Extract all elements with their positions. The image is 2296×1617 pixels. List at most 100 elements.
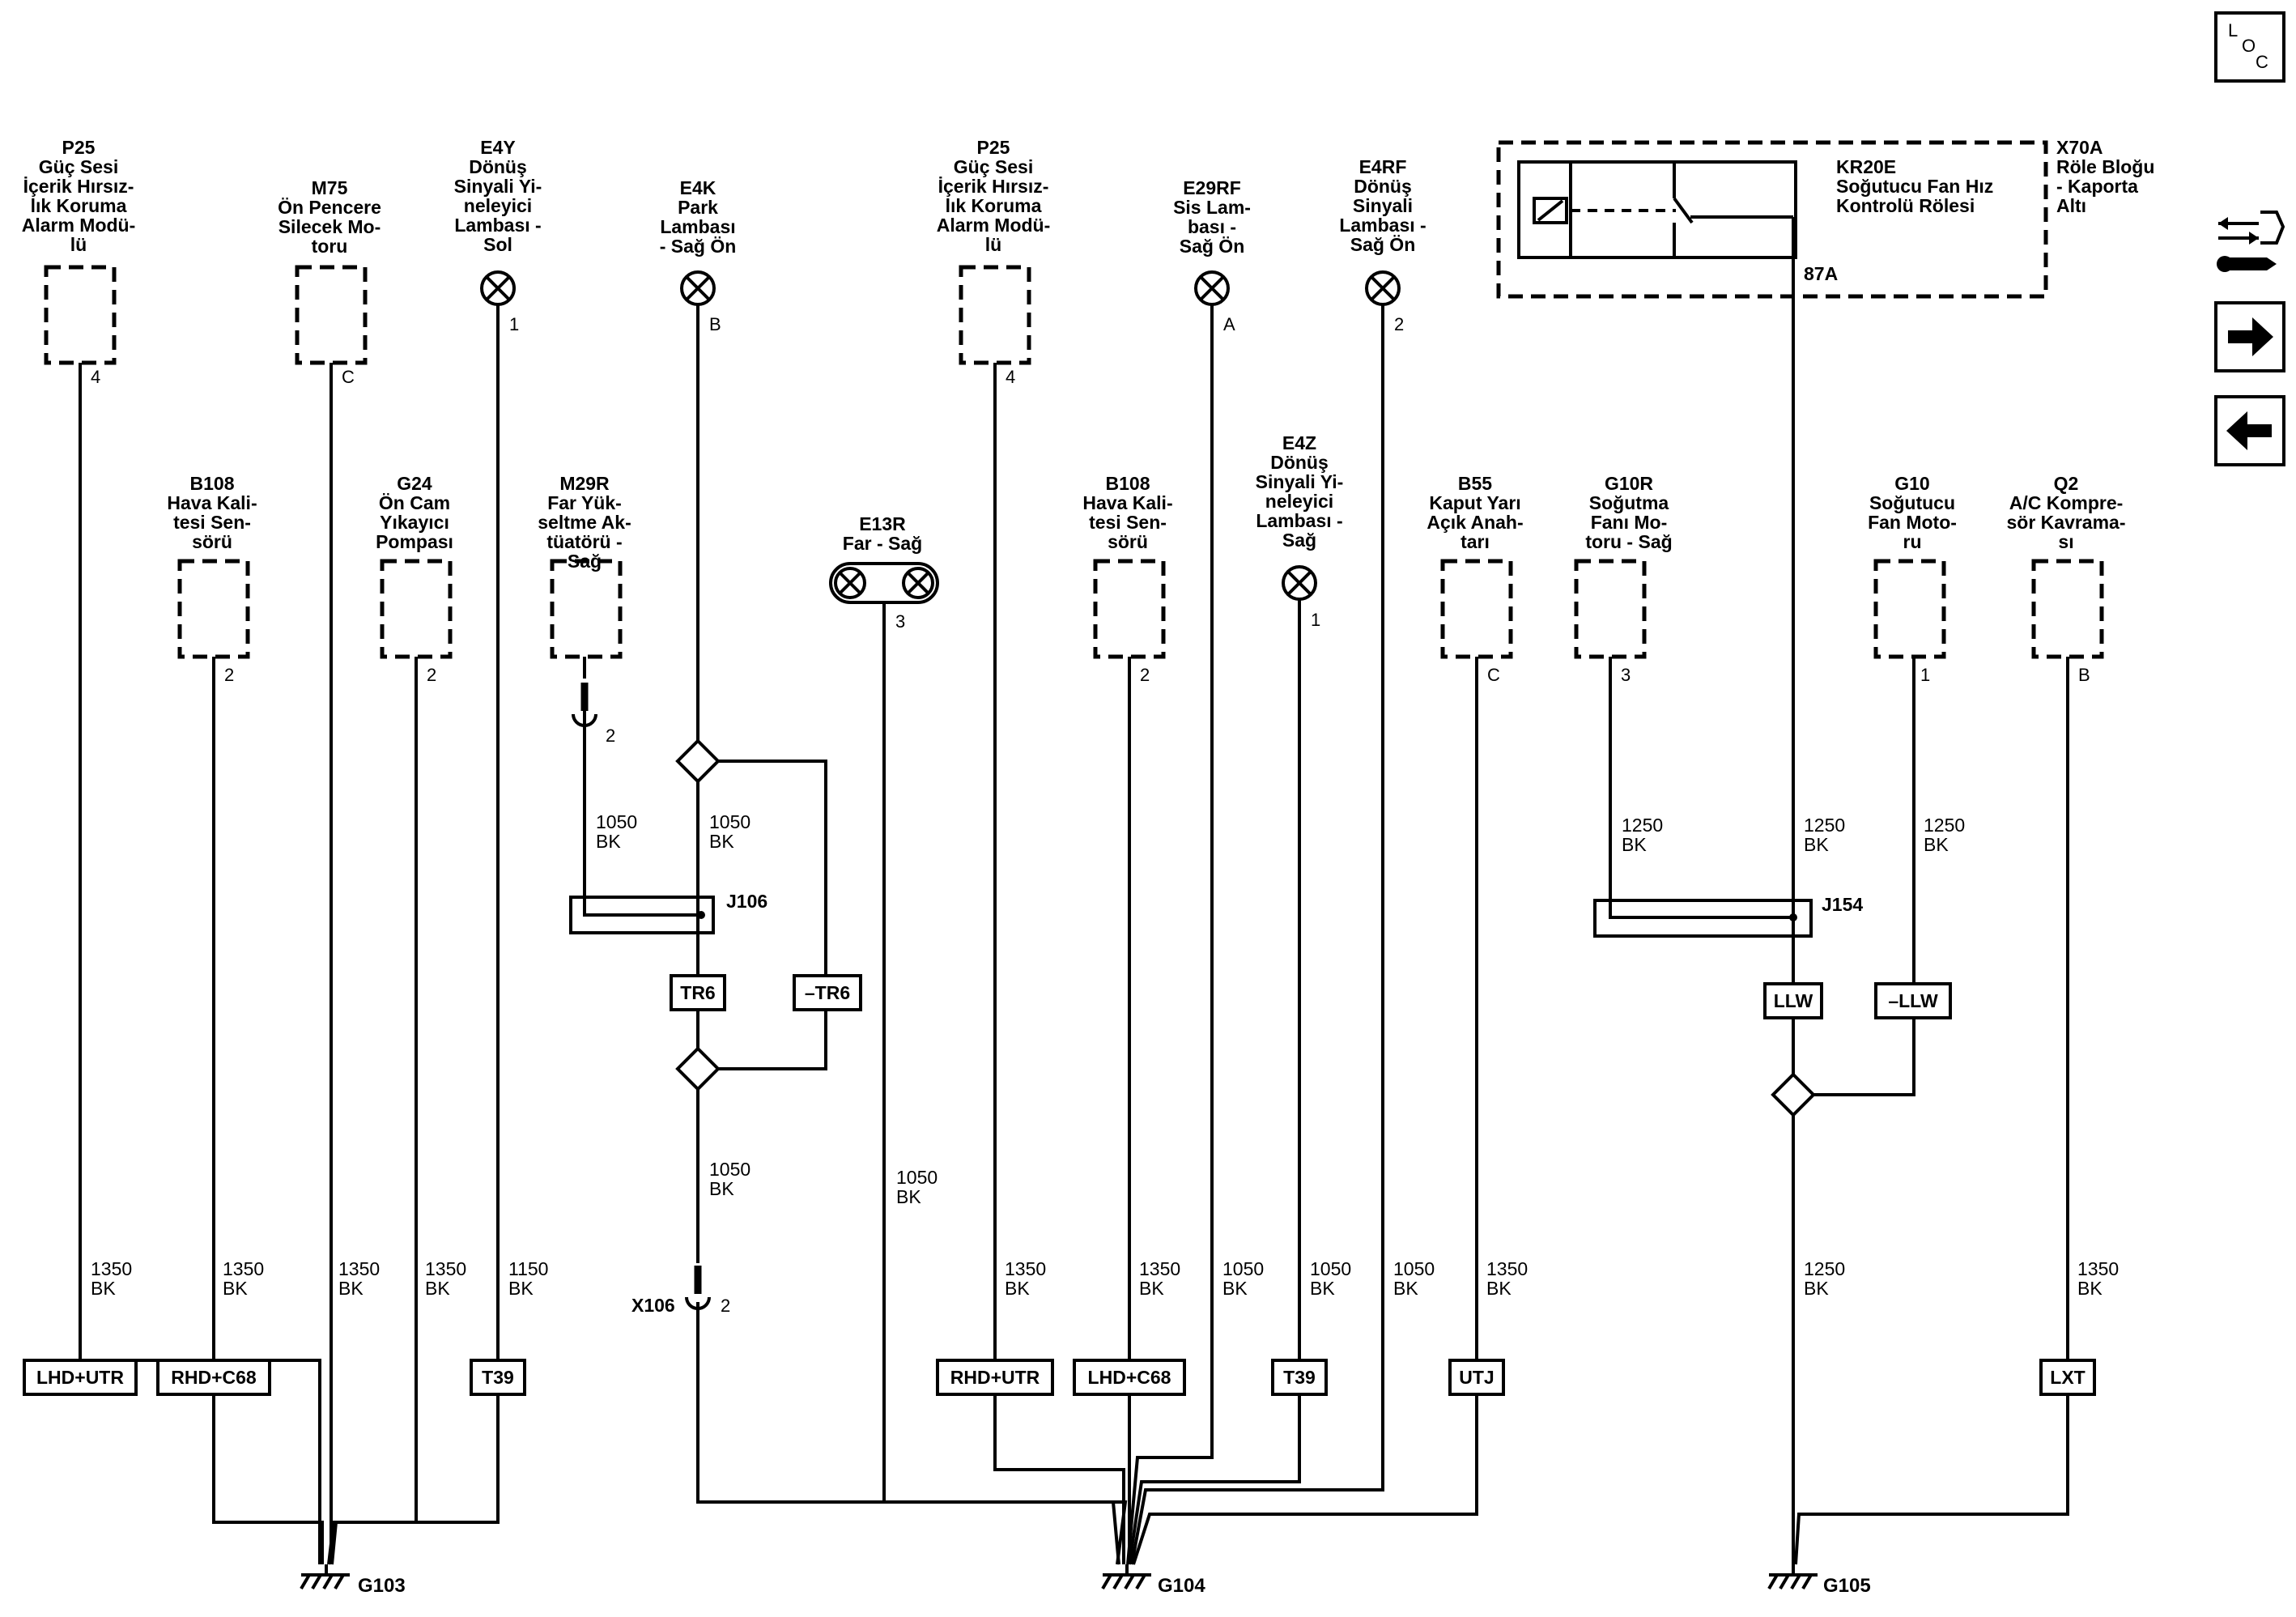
option-box-utj: UTJ	[1448, 1359, 1505, 1396]
next-page-button[interactable]	[2214, 301, 2285, 372]
svg-text:lü: lü	[70, 234, 87, 255]
label-e4y: E4Y Dönüş Sinyali Yi- neleyici Lambası -…	[454, 137, 542, 255]
svg-text:1250: 1250	[1622, 815, 1663, 836]
pin-p25-right: 4	[1006, 367, 1015, 387]
label-p25-right: P25 Güç Sesi İçerik Hırsız- lık Koruma A…	[937, 137, 1051, 255]
svg-text:Dönüş: Dönüş	[1354, 176, 1412, 197]
pin-e29rf: A	[1223, 314, 1235, 334]
svg-text:C: C	[2256, 52, 2268, 72]
svg-text:Alarm Modü-: Alarm Modü-	[22, 215, 136, 236]
label-b108-right: B108 Hava Kali- tesi Sen- sörü	[1082, 473, 1172, 552]
svg-text:T39: T39	[1283, 1367, 1316, 1388]
svg-text:J154: J154	[1822, 894, 1863, 915]
svg-text:L: L	[2228, 20, 2238, 40]
relay-kr20e	[1517, 160, 1797, 259]
svg-text:Kontrolü Rölesi: Kontrolü Rölesi	[1836, 195, 1975, 216]
pin-b108-right: 2	[1140, 665, 1150, 685]
svg-text:BK: BK	[91, 1278, 116, 1299]
splice-j154: J154	[1593, 894, 1863, 938]
svg-text:B108: B108	[190, 473, 235, 494]
svg-text:G104: G104	[1158, 1575, 1205, 1597]
svg-text:BK: BK	[709, 1178, 734, 1199]
ground-icon-g104: G104	[1101, 1564, 1205, 1597]
svg-text:E4Y: E4Y	[480, 137, 515, 158]
svg-text:BK: BK	[1393, 1278, 1418, 1299]
svg-text:sör Kavrama-: sör Kavrama-	[2006, 512, 2125, 533]
svg-text:Alarm Modü-: Alarm Modü-	[937, 215, 1051, 236]
connector-x106-icon	[685, 1266, 711, 1310]
wires	[79, 217, 2069, 1565]
option-box-rhd-utr: RHD+UTR	[936, 1359, 1054, 1396]
svg-text:Sol: Sol	[483, 234, 512, 255]
option-box-tr6: TR6	[670, 974, 726, 1011]
svg-text:Hava Kali-: Hava Kali-	[167, 492, 257, 513]
pin-q2: B	[2078, 665, 2090, 685]
svg-text:Sağ Ön: Sağ Ön	[1180, 236, 1245, 257]
svg-text:BK: BK	[425, 1278, 450, 1299]
module-box-b55	[1440, 559, 1513, 659]
svg-text:Hava Kali-: Hava Kali-	[1082, 492, 1172, 513]
svg-text:BK: BK	[1804, 834, 1829, 855]
svg-text:Q2: Q2	[2054, 473, 2079, 494]
svg-text:Pompası: Pompası	[376, 531, 453, 552]
option-box-t39-left: T39	[470, 1359, 526, 1396]
option-box-lhd-utr-left: LHD+UTR	[23, 1359, 138, 1396]
svg-text:Silecek Mo-: Silecek Mo-	[278, 216, 381, 237]
connector-x106-pin: 2	[721, 1296, 730, 1316]
svg-text:BK: BK	[896, 1186, 921, 1207]
svg-text:Ön Cam: Ön Cam	[379, 492, 450, 513]
svg-text:Ön Pencere: Ön Pencere	[278, 197, 381, 218]
svg-text:LXT: LXT	[2050, 1367, 2085, 1388]
svg-text:1350: 1350	[1005, 1258, 1046, 1279]
pin-m75: C	[342, 367, 355, 387]
svg-text:Sağ Ön: Sağ Ön	[1350, 234, 1416, 255]
relay-block-x70a	[1496, 140, 2048, 299]
svg-text:BK: BK	[1622, 834, 1647, 855]
svg-text:Soğutucu: Soğutucu	[1869, 492, 1955, 513]
svg-text:Lambası: Lambası	[660, 216, 735, 237]
svg-text:toru: toru	[312, 236, 348, 257]
svg-text:Fanı Mo-: Fanı Mo-	[1591, 512, 1668, 533]
option-diamond-tr6-bottom	[675, 1046, 721, 1091]
svg-text:BK: BK	[1222, 1278, 1248, 1299]
label-g10r: G10R Soğutma Fanı Mo- toru - Sağ	[1585, 473, 1672, 552]
svg-text:tesi Sen-: tesi Sen-	[173, 512, 251, 533]
headlamp-icon-e13r	[829, 562, 939, 604]
svg-text:1050: 1050	[896, 1167, 938, 1188]
lamp-icon-e4rf	[1365, 270, 1401, 306]
svg-text:BK: BK	[1486, 1278, 1512, 1299]
svg-text:Kaput Yarı: Kaput Yarı	[1429, 492, 1520, 513]
svg-text:1050: 1050	[709, 811, 750, 832]
svg-text:T39: T39	[482, 1367, 514, 1388]
svg-text:lü: lü	[985, 234, 1001, 255]
svg-text:1350: 1350	[2077, 1258, 2119, 1279]
svg-text:bası -: bası -	[1188, 216, 1236, 237]
svg-text:E4Z: E4Z	[1282, 432, 1316, 453]
module-box-m29r	[550, 559, 623, 659]
svg-text:G10R: G10R	[1605, 473, 1653, 494]
label-m75: M75 Ön Pencere Silecek Mo- toru	[278, 177, 381, 257]
svg-text:KR20E: KR20E	[1836, 156, 1896, 177]
svg-text:Far - Sağ: Far - Sağ	[843, 533, 922, 554]
connector-info-icon[interactable]	[2217, 211, 2285, 272]
label-m29r: M29R Far Yük- seltme Ak- tüatörü - Sağ	[538, 473, 631, 572]
prev-page-button[interactable]	[2214, 395, 2285, 466]
module-box-q2	[2031, 559, 2104, 659]
loc-button[interactable]: L O C	[2214, 11, 2285, 83]
svg-text:Far Yük-: Far Yük-	[547, 492, 622, 513]
module-box-g10	[1873, 559, 1946, 659]
svg-text:J106: J106	[726, 891, 767, 912]
lamp-icon-e4z	[1282, 565, 1317, 601]
svg-text:Soğutma: Soğutma	[1589, 492, 1669, 513]
svg-text:BK: BK	[1005, 1278, 1030, 1299]
ground-icon-g105: G105	[1767, 1564, 1871, 1597]
svg-text:1050: 1050	[1310, 1258, 1351, 1279]
svg-text:Lambası -: Lambası -	[1339, 215, 1426, 236]
svg-text:BK: BK	[223, 1278, 248, 1299]
svg-text:RHD+UTR: RHD+UTR	[950, 1367, 1040, 1388]
option-box-lhd-c68: LHD+C68	[1073, 1359, 1186, 1396]
option-box-t39-right: T39	[1271, 1359, 1328, 1396]
svg-text:1350: 1350	[1139, 1258, 1180, 1279]
